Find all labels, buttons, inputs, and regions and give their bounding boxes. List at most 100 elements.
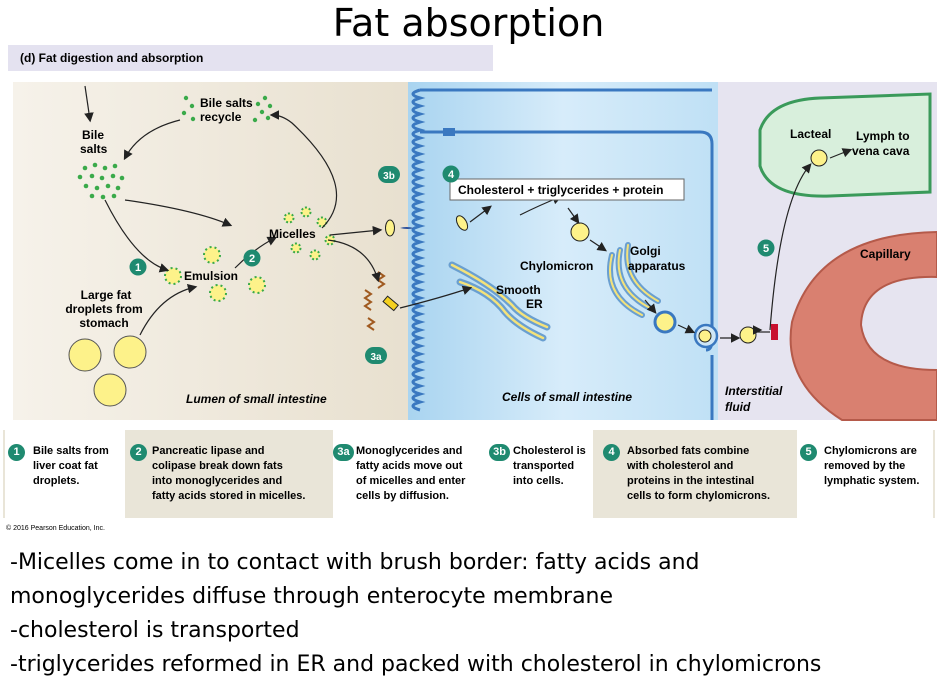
note-line: -triglycerides reformed in ER and packed… — [10, 652, 822, 677]
cells-region-label: Cells of small intestine — [502, 390, 632, 404]
cholesterol-box-label: Cholesterol + triglycerides + protein — [458, 183, 663, 197]
step-badge-4: 4 — [442, 165, 460, 183]
step-badge-2: 2 — [243, 249, 261, 267]
legend-line: removed by the — [824, 460, 906, 472]
legend-line: Monoglycerides and — [356, 445, 463, 457]
step-badge-3a: 3a — [365, 347, 387, 364]
large-fat-line: stomach — [79, 316, 128, 330]
step-badge-4-label: 4 — [448, 169, 455, 181]
slide-title: Fat absorption — [332, 1, 605, 45]
bile-salts-cluster — [77, 162, 125, 200]
large-fat-droplet — [113, 335, 147, 369]
capillary-block — [771, 324, 778, 340]
slide-notes: -Micelles come in to contact with brush … — [10, 546, 937, 682]
legend-text-3a: Monoglycerides and fatty acids move out … — [356, 444, 465, 504]
legend-box-4: 4 Absorbed fats combine with cholesterol… — [601, 430, 793, 518]
monoglyceride — [382, 295, 399, 312]
large-fat-droplet — [68, 338, 102, 372]
legend-box-1: 1 Bile salts from liver coat fat droplet… — [5, 430, 125, 518]
legend-number-2: 2 — [130, 444, 147, 461]
legend-line: Absorbed fats combine — [627, 445, 750, 457]
legend-number-3a: 3a — [333, 444, 354, 461]
large-fat-droplet — [93, 373, 127, 407]
micelles-label: Micelles — [269, 227, 316, 241]
note-line: -cholesterol is transported — [10, 618, 300, 643]
cell-region — [408, 82, 718, 420]
capillary-label: Capillary — [860, 247, 911, 261]
golgi-line: Golgi — [630, 244, 661, 258]
legend-text-2: Pancreatic lipase and colipase break dow… — [152, 444, 305, 504]
interstitial-line: Interstitial — [725, 384, 783, 398]
exocytosis-chylomicron — [698, 329, 712, 343]
step-badge-5: 5 — [757, 239, 775, 257]
interstitial-line: fluid — [725, 400, 751, 414]
brush-border — [411, 88, 426, 412]
vesicle-chylomicron — [653, 310, 677, 334]
emulsion-droplets — [164, 246, 266, 302]
legend-text-4: Absorbed fats combine with cholesterol a… — [627, 444, 770, 504]
legend-line: Bile salts from — [33, 445, 109, 457]
legend-line: colipase break down fats — [152, 460, 283, 472]
legend-line: droplets. — [33, 475, 80, 487]
copyright: © 2016 Pearson Education, Inc. — [6, 525, 105, 532]
figure-header: (d) Fat digestion and absorption — [8, 45, 493, 71]
step-badge-2-label: 2 — [249, 253, 255, 265]
legend-number-3b: 3b — [489, 444, 510, 461]
legend-line: into monoglycerides and — [152, 475, 283, 487]
large-fat-line: Large fat — [81, 288, 132, 302]
chylomicron — [570, 222, 590, 242]
fat-absorption-diagram: Cholesterol + triglycerides + protein 1 … — [13, 82, 937, 421]
bile-salts-recycle-line: recycle — [200, 110, 242, 124]
step-badge-3a-label: 3a — [370, 352, 382, 363]
legend-box-3b: 3b Cholesterol is transported into cells… — [489, 430, 593, 518]
chylomicron-label: Chylomicron — [520, 259, 593, 273]
legend-number-1: 1 — [8, 444, 25, 461]
legend-line: liver coat fat — [33, 460, 98, 472]
step-badge-5-label: 5 — [763, 243, 769, 255]
legend-line: Chylomicrons are — [824, 445, 917, 457]
golgi-inner — [609, 244, 659, 316]
note-line: -Micelles come in to contact with brush … — [10, 550, 700, 575]
legend-text-1: Bile salts from liver coat fat droplets. — [33, 444, 109, 489]
lumen-region-label: Lumen of small intestine — [186, 392, 327, 406]
emulsion-label: Emulsion — [184, 269, 238, 283]
legend-line: cells to form chylomicrons. — [627, 490, 771, 502]
cholesterol-in-cell — [455, 215, 469, 231]
smooth-er-line: Smooth — [496, 283, 541, 297]
bile-salts-recycle-line: Bile salts — [200, 96, 253, 110]
legend-line: into cells. — [513, 475, 564, 487]
bile-salts-line: Bile — [82, 128, 104, 142]
smooth-er-line: ER — [526, 297, 543, 311]
legend-line: proteins in the intestinal — [627, 475, 755, 487]
legend-box-3a: 3a Monoglycerides and fatty acids move o… — [333, 430, 489, 518]
capillary — [789, 230, 937, 421]
step-badge-1: 1 — [129, 258, 147, 276]
legend-box-5: 5 Chylomicrons are removed by the lympha… — [797, 430, 933, 518]
cholesterol-molecule — [385, 219, 395, 237]
legend-number-5: 5 — [800, 444, 817, 461]
legend-line: of micelles and enter — [356, 475, 466, 487]
lacteal-chylomicron — [810, 149, 828, 167]
lacteal-label: Lacteal — [790, 127, 831, 141]
cell-membrane-top — [420, 130, 714, 352]
legend-line: fatty acids stored in micelles. — [152, 490, 306, 502]
golgi-line: apparatus — [628, 259, 686, 273]
lymph-line: Lymph to — [856, 129, 910, 143]
cholesterol-box — [449, 178, 685, 201]
legend-line: lymphatic system. — [824, 475, 920, 487]
legend-line: with cholesterol and — [627, 460, 734, 472]
legend-line: Pancreatic lipase and — [152, 445, 265, 457]
tight-junction — [443, 128, 455, 136]
interstitial-region-label: Interstitial fluid — [725, 384, 783, 414]
figure-header-label: (d) Fat digestion and absorption — [20, 51, 204, 65]
lymph-line: vena cava — [852, 144, 910, 158]
large-fat-line: droplets from — [65, 302, 142, 316]
pathway-arrows — [84, 85, 853, 343]
step-badge-1-label: 1 — [135, 262, 141, 274]
step-badge-3b-label: 3b — [383, 171, 395, 182]
